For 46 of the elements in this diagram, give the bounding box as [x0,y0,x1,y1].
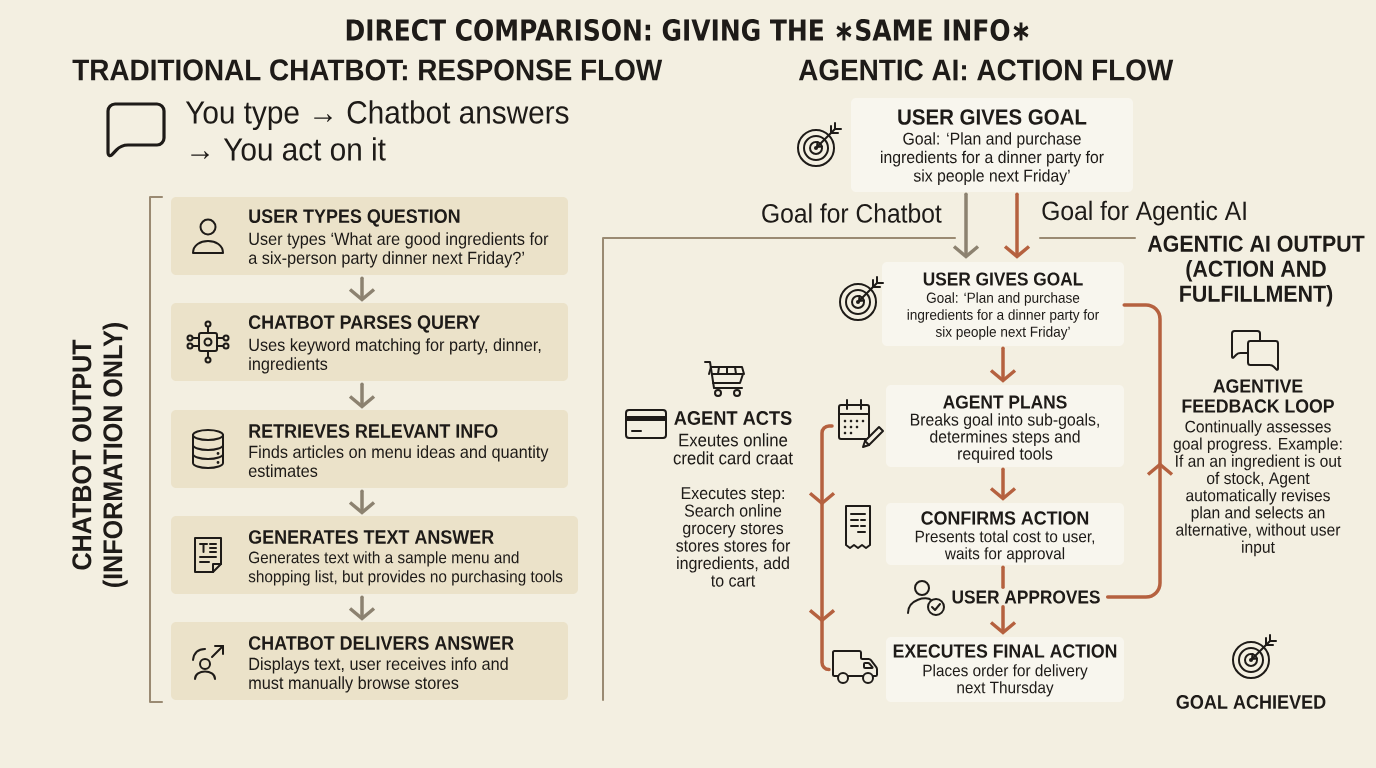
process-box [171,516,578,594]
step-title: GOAL ACHIEVED [1176,695,1326,709]
step-text: Presents total cost to user, waits for approval [915,530,1095,563]
step-title: USER TYPES QUESTION [249,209,460,227]
process-box [171,410,568,488]
step-text: Places order for delivery next Thursday [923,664,1088,697]
step-title: USER GIVES GOAL [898,109,1087,125]
edge-label: Goal for Agentic AI [1039,198,1251,228]
summary-text: You type → Chatbot answers → You act on it [185,100,569,161]
step-title: CHATBOT DELIVERS ANSWER [248,636,514,650]
process-box [171,197,568,275]
step-text: User types ‘What are good ingredients for a six-person party dinner next Friday?’ [248,232,549,268]
step-text: Continually assesses goal progress. Example: If an an ingredient is out of stock, Agent automatically revises plan and selects an alternative, without user input [1173,420,1342,557]
side-heading: CHATBOT OUTPUT (INFORMATION ONLY) [72,323,128,587]
step-text: Uses keyword matching for party, dinner, ingredients [249,338,541,374]
side-heading: AGENTIC AI OUTPUT (ACTION AND FULFILLMENT) [1147,235,1365,307]
step-text: Goal: ‘Plan and purchase ingredients for a dinner party for six people next Friday’ [881,132,1104,186]
step-title: GENERATES TEXT ANSWER [248,530,494,544]
process-box [886,385,1124,467]
step-title: EXECUTES FINAL ACTION [893,644,1117,658]
title: DIRECT COMPARISON: GIVING THE ∗SAME INFO∗ [346,19,1029,41]
process-box [882,262,1124,346]
edge-label: Goal for Chatbot [759,201,944,225]
step-label: USER APPROVES [952,590,1100,604]
step-text: Generates text with a sample menu and shopping list, but provides no purchasing tools [248,551,563,586]
step-title: AGENTIVE FEEDBACK LOOP [1182,379,1334,413]
step-title: CONFIRMS ACTION [921,511,1089,525]
arrow [952,192,980,259]
step-text: Exeutes online credit card craat [673,433,793,465]
step-text: Executes step: Search online grocery stores stores stores for ingredients, add to cart [676,487,791,587]
step-title: CHATBOT PARSES QUERY [248,315,480,333]
process-box [886,503,1124,565]
process-box [171,622,568,700]
connector-line [1001,565,1005,589]
step-text: Finds articles on menu ideas and quantity estimates [248,445,549,478]
step-title: AGENT PLANS [943,395,1067,409]
process-box [171,303,568,381]
step-title: USER GIVES GOAL [923,272,1083,286]
arrow [1003,192,1031,259]
step-title: RETRIEVES RELEVANT INFO [249,424,498,438]
step-text: Displays text, user receives info and must manually browse stores [249,657,508,693]
section-heading: TRADITIONAL CHATBOT: RESPONSE FLOW [72,59,663,81]
process-box [851,98,1133,192]
step-text: Goal: ‘Plan and purchase ingredients for a dinner party for six people next Friday’ [907,292,1099,340]
step-text: Breaks goal into sub-goals, determines steps and required tools [910,413,1099,464]
step-title: AGENT ACTS [674,411,792,425]
